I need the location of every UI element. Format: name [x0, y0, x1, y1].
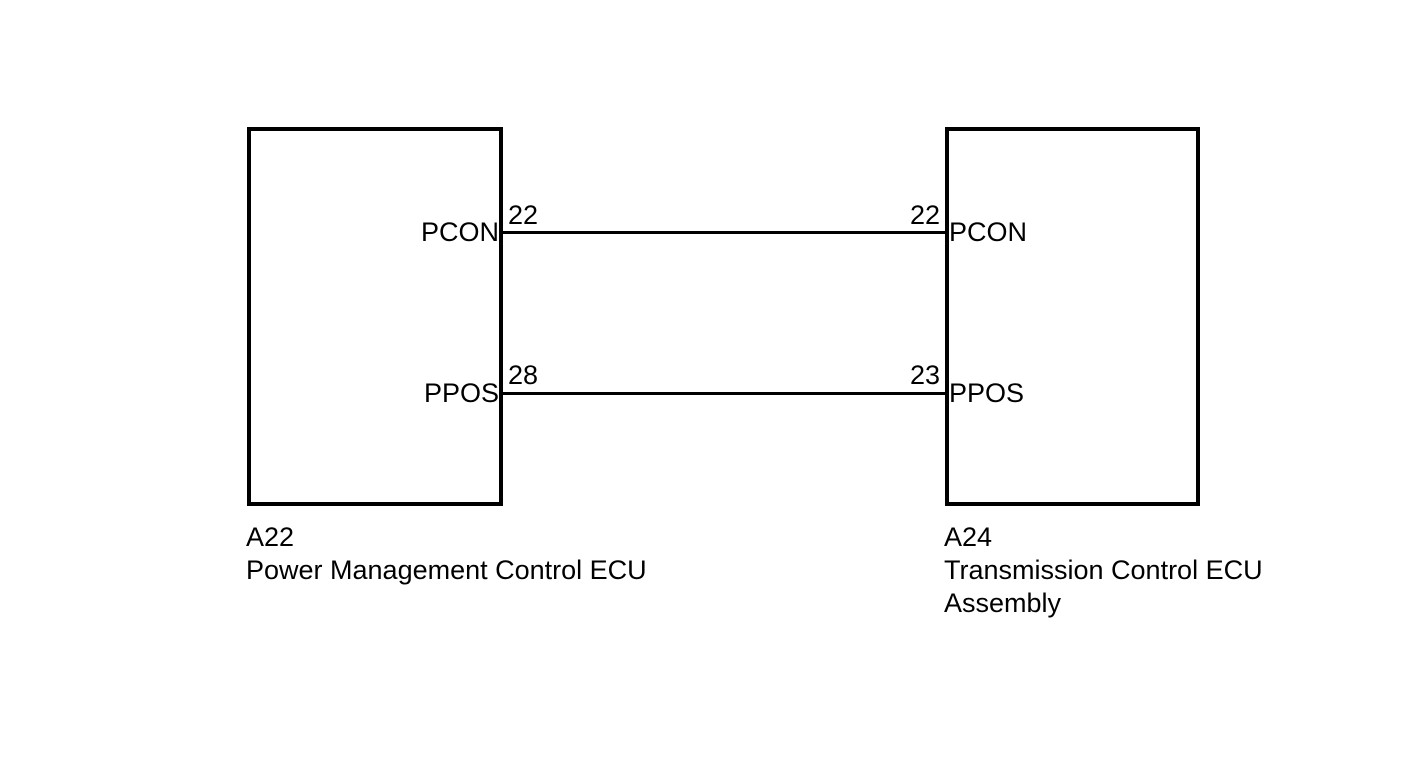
- pin-number-a22-ppos: 28: [508, 360, 539, 390]
- component-caption-a22: A22 Power Management Control ECU: [246, 521, 647, 587]
- component-code-a24: A24: [944, 522, 993, 552]
- ecu-box-a24: [945, 127, 1200, 506]
- terminal-label-a22-ppos: PPOS: [423, 378, 499, 408]
- terminal-label-a24-ppos: PPOS: [949, 378, 1025, 408]
- component-name-a24-line2: Assembly: [944, 588, 1062, 618]
- component-name-a22-line1: Power Management Control ECU: [246, 555, 647, 585]
- ecu-box-a22: [247, 127, 503, 506]
- component-name-a24-line1: Transmission Control ECU: [944, 555, 1263, 585]
- terminal-label-a24-pcon: PCON: [949, 217, 1028, 247]
- pin-number-a22-pcon: 22: [508, 200, 539, 230]
- wire-ppos: [501, 392, 947, 395]
- terminal-label-a22-pcon: PCON: [420, 217, 499, 247]
- component-code-a22: A22: [246, 522, 295, 552]
- pin-number-a24-pcon: 22: [909, 200, 940, 230]
- wire-pcon: [501, 231, 947, 234]
- component-caption-a24: A24 Transmission Control ECU Assembly: [944, 521, 1263, 620]
- pin-number-a24-ppos: 23: [909, 360, 940, 390]
